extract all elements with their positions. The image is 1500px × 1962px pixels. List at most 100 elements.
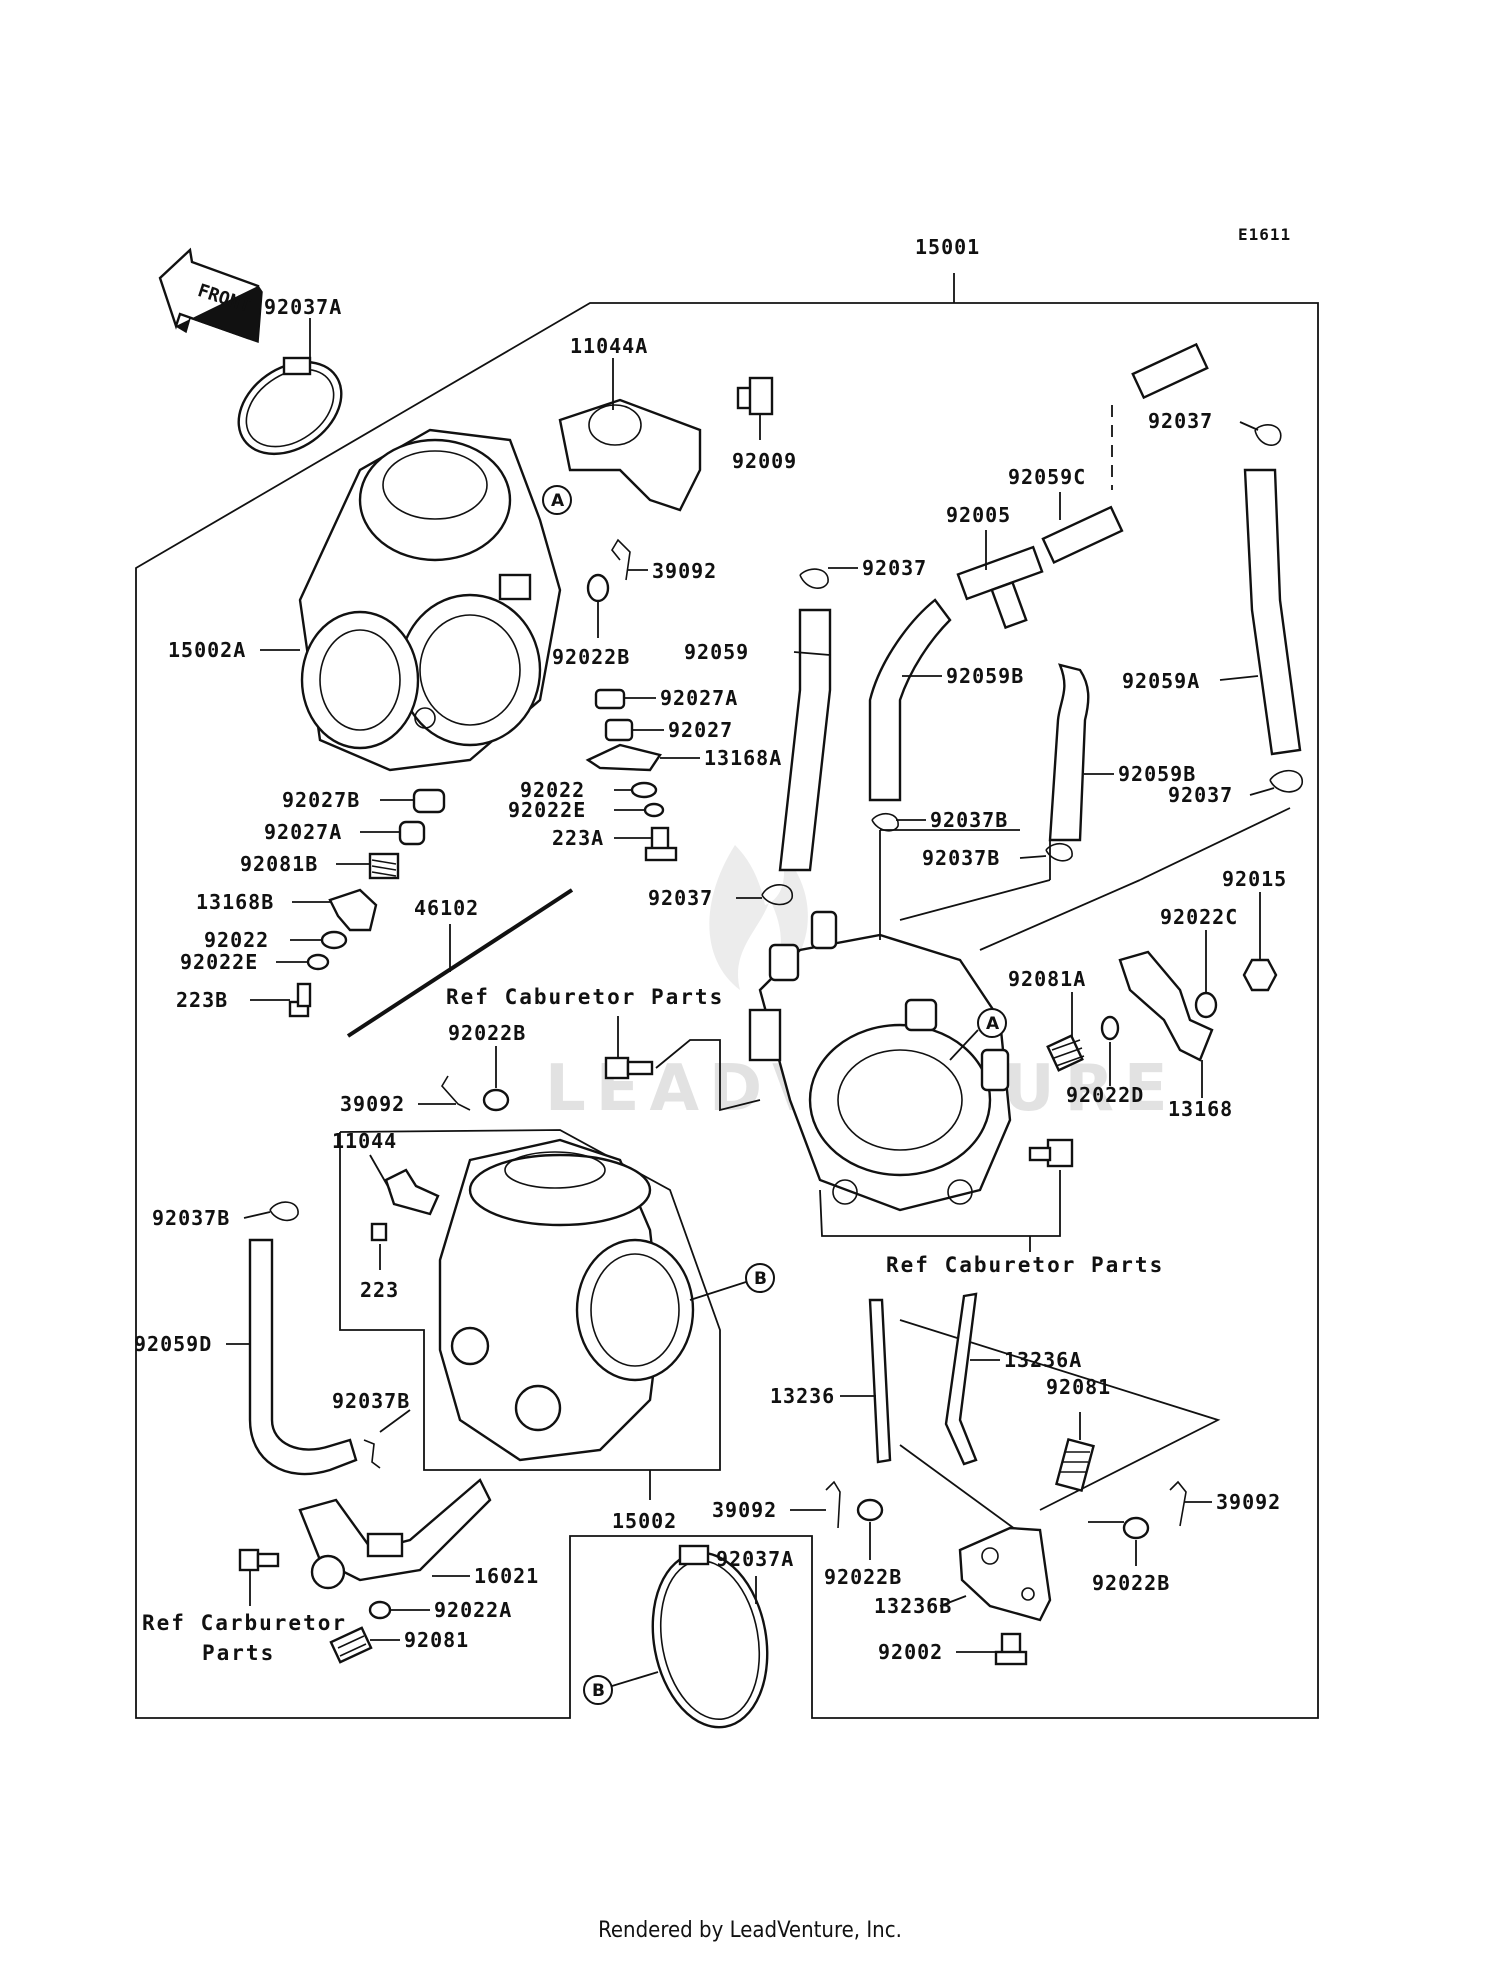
bolt-92009 <box>736 376 774 416</box>
clip-92037-tr <box>1254 424 1282 446</box>
part-label-92037A-b: 92037A <box>716 1547 794 1571</box>
part-label-92037B-d: 92037B <box>332 1389 410 1413</box>
part-label-92081-b: 92081 <box>404 1628 469 1652</box>
part-label-92022: 92022 <box>520 778 585 802</box>
part-label-92059B-b: 92059B <box>1118 762 1196 786</box>
part-label-13168A: 13168A <box>704 746 782 770</box>
screw-ref-bottom <box>238 1548 280 1572</box>
screw-223A <box>644 826 678 862</box>
hose-92059 <box>778 608 832 872</box>
part-label-11044: 11044 <box>332 1129 397 1153</box>
clip-92037B-c <box>269 1201 299 1222</box>
part-label-92015: 92015 <box>1222 867 1287 891</box>
part-label-92022B-mid: 92022B <box>448 1021 526 1045</box>
ref-caburetor-parts-top: Ref Caburetor Parts <box>446 985 724 1009</box>
part-label-92059D: 92059D <box>134 1332 212 1356</box>
washer-92022B-mid <box>482 1088 510 1112</box>
part-label-13236B: 13236B <box>874 1594 952 1618</box>
hose-92059B-a <box>868 598 952 802</box>
part-label-92022B-r: 92022B <box>1092 1571 1170 1595</box>
part-label-39092-b: 39092 <box>712 1498 777 1522</box>
part-label-92022B-b: 92022B <box>824 1565 902 1589</box>
clip-92037B-a <box>871 813 899 832</box>
part-label-92027B: 92027B <box>282 788 360 812</box>
diagram-code: E1611 <box>1238 225 1291 244</box>
washer-92022A <box>368 1600 392 1620</box>
part-label-92009: 92009 <box>732 449 797 473</box>
bracket-13168B <box>328 888 378 932</box>
part-label-15002A: 15002A <box>168 638 246 662</box>
part-label-46102: 46102 <box>414 896 479 920</box>
washer-92022E <box>643 802 665 818</box>
part-label-92059C: 92059C <box>1008 465 1086 489</box>
part-label-11044A: 11044A <box>570 334 648 358</box>
footer-rendered-by: Rendered by LeadVenture, Inc. <box>598 1918 902 1943</box>
part-label-13236A: 13236A <box>1004 1348 1082 1372</box>
clip-92037-mid <box>799 568 829 589</box>
tube-92059C <box>1041 505 1124 565</box>
washer-92022B-r <box>1122 1516 1150 1540</box>
nut-92015 <box>1242 958 1278 992</box>
carburetor-body-15002 <box>438 1138 695 1462</box>
clamp-92037A-top <box>237 356 343 456</box>
part-label-13168B: 13168B <box>196 890 274 914</box>
collar-92027A <box>594 688 626 710</box>
screw-ref-top <box>604 1056 654 1080</box>
bracket-13168A <box>585 743 662 772</box>
link-rod-13236A <box>944 1292 978 1466</box>
part-label-13236: 13236 <box>770 1384 835 1408</box>
bolt-92002 <box>994 1632 1028 1666</box>
part-label-92002: 92002 <box>878 1640 943 1664</box>
part-label-15001: 15001 <box>915 235 980 259</box>
clip-92037B-d <box>363 1439 381 1469</box>
part-label-16021: 16021 <box>474 1564 539 1588</box>
throttle-stop-16021 <box>298 1478 492 1590</box>
part-label-92022C: 92022C <box>1160 905 1238 929</box>
rod-46102 <box>346 888 574 1038</box>
part-label-92027A-a: 92027A <box>660 686 738 710</box>
part-label-92022-b: 92022 <box>204 928 269 952</box>
spring-92081-b <box>329 1626 373 1664</box>
spring-92081A <box>1046 1034 1085 1072</box>
part-label-92059A: 92059A <box>1122 669 1200 693</box>
part-label-92022E: 92022E <box>508 798 586 822</box>
spring-92081-a <box>1055 1437 1095 1493</box>
carburetor-body-15002A <box>298 428 562 772</box>
bracket-13168 <box>1118 950 1214 1062</box>
part-label-92081-a: 92081 <box>1046 1375 1111 1399</box>
screw-223B <box>288 982 312 1018</box>
callout-a-top: A <box>551 491 565 511</box>
screw-ref-mid <box>1028 1138 1074 1168</box>
bracket-13236B <box>958 1526 1052 1622</box>
pin-39092-r <box>1169 1480 1187 1527</box>
part-label-92081B: 92081B <box>240 852 318 876</box>
part-label-92027A-b: 92027A <box>264 820 342 844</box>
part-label-223B: 223B <box>176 988 228 1012</box>
part-label-92037A-top: 92037A <box>264 295 342 319</box>
spring-92081B <box>368 852 400 880</box>
collar-92027A-b <box>398 820 426 846</box>
hose-92059D <box>248 1238 358 1476</box>
part-label-92022B-top: 92022B <box>552 645 630 669</box>
washer-92022-b <box>320 930 348 950</box>
part-label-15002: 15002 <box>612 1509 677 1533</box>
part-label-39092-r: 39092 <box>1216 1490 1281 1514</box>
assembly-15002-frame <box>339 1129 721 1471</box>
part-label-92037-mid: 92037 <box>862 556 927 580</box>
part-label-92027: 92027 <box>668 718 733 742</box>
front-arrow-icon: FRONT <box>158 247 263 344</box>
washer-92022D <box>1100 1015 1120 1041</box>
collar-92027B <box>412 788 446 814</box>
ref-carburetor-line2: Parts <box>202 1641 275 1665</box>
collar-92027 <box>604 718 634 742</box>
part-label-13168: 13168 <box>1168 1097 1233 1121</box>
washer-92022B-b <box>856 1498 884 1522</box>
clip-92037-r <box>1269 769 1303 793</box>
callout-b-bottom: B <box>592 1681 605 1701</box>
pin-39092-top <box>611 538 631 581</box>
washer-92022 <box>630 781 658 799</box>
part-label-92005: 92005 <box>946 503 1011 527</box>
part-label-92037B-b: 92037B <box>922 846 1000 870</box>
washer-92022C <box>1194 991 1218 1019</box>
